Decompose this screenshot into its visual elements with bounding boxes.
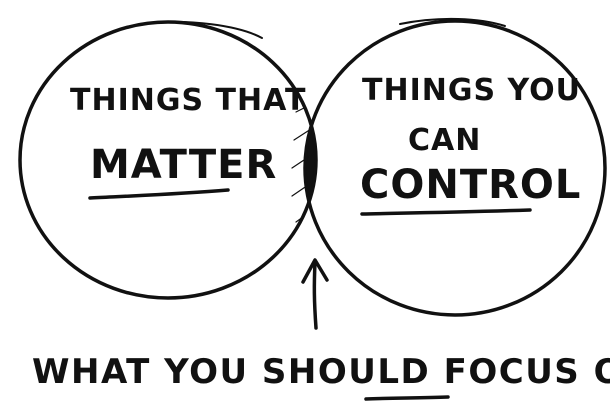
left-circle-underline xyxy=(88,188,230,200)
right-circle-line3: Control xyxy=(360,162,581,208)
caption-before: What You Should xyxy=(32,352,444,392)
left-circle-line1: Things That xyxy=(70,83,306,118)
right-circle-line1: Things You xyxy=(362,73,581,108)
right-circle-underline xyxy=(360,208,532,216)
caption-emphasis: Focus xyxy=(444,352,581,392)
right-circle xyxy=(303,19,607,317)
arrow-up-icon xyxy=(301,258,329,330)
right-circle-overstroke xyxy=(399,17,506,27)
caption: What You Should Focus On xyxy=(32,352,610,392)
caption-after: On xyxy=(580,352,610,392)
right-circle-line2: Can xyxy=(408,123,481,158)
left-circle-overstroke xyxy=(139,20,263,39)
caption-emphasis-underline xyxy=(364,395,450,401)
left-circle-line2: Matter xyxy=(90,142,277,188)
